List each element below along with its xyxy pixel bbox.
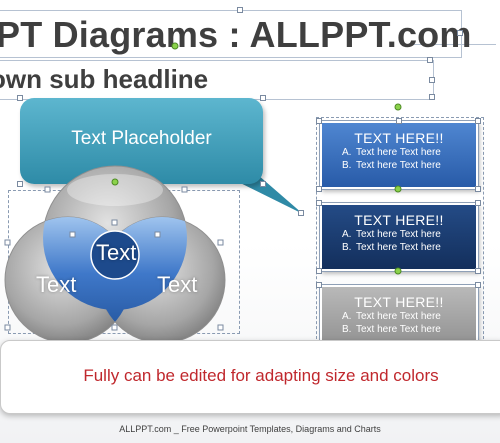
resize-handle[interactable]: [429, 77, 435, 83]
slide-subtitle[interactable]: own sub headline: [0, 64, 209, 94]
resize-handle[interactable]: [475, 282, 481, 288]
text-box-title[interactable]: TEXT HERE!!: [354, 212, 444, 228]
text-box-item[interactable]: A. Text here Text here: [342, 228, 476, 241]
callout-bubble[interactable]: [20, 98, 263, 184]
text-box-item[interactable]: A. Text here Text here: [342, 310, 476, 323]
text-box-title[interactable]: TEXT HERE!!: [354, 294, 444, 310]
right-guide-line: [410, 44, 496, 45]
item-text[interactable]: Text here Text here: [356, 242, 441, 253]
resize-handle: [111, 219, 118, 226]
resize-handle[interactable]: [457, 30, 463, 36]
text-box-title[interactable]: TEXT HERE!!: [354, 130, 444, 146]
resize-handle[interactable]: [316, 118, 322, 124]
resize-handle: [217, 324, 224, 331]
resize-handle: [4, 239, 11, 246]
resize-handle: [181, 186, 188, 193]
item-marker: A.: [342, 229, 352, 240]
item-text[interactable]: Text here Text here: [356, 160, 441, 171]
venn-label-right[interactable]: Text: [157, 272, 198, 297]
venn-center: [90, 230, 140, 280]
venn-label-left[interactable]: Text: [36, 272, 77, 297]
resize-handle[interactable]: [475, 186, 481, 192]
resize-handle[interactable]: [237, 7, 243, 13]
text-box-item[interactable]: A. Text here Text here: [342, 146, 476, 159]
item-marker: B.: [342, 242, 352, 253]
resize-handle[interactable]: [298, 210, 304, 216]
resize-handle[interactable]: [396, 118, 402, 124]
resize-handle[interactable]: [316, 268, 322, 274]
item-marker: B.: [342, 160, 352, 171]
venn-label-top[interactable]: Text: [96, 240, 137, 265]
text-box-item[interactable]: B. Text here Text here: [342, 241, 476, 254]
venn-highlight: [67, 174, 163, 206]
text-box-2[interactable]: TEXT HERE!! A. Text here Text here B. Text…: [320, 203, 478, 271]
resize-handle[interactable]: [260, 95, 266, 101]
text-box-1[interactable]: TEXT HERE!! A. Text here Text here B. Text…: [320, 121, 478, 189]
resize-handle: [217, 239, 224, 246]
resize-handle[interactable]: [17, 95, 23, 101]
item-text[interactable]: Text here Text here: [356, 311, 441, 322]
item-marker: A.: [342, 147, 352, 158]
rotate-handle: [111, 178, 119, 186]
resize-handle[interactable]: [429, 94, 435, 100]
resize-handle[interactable]: [475, 268, 481, 274]
resize-handle: [69, 231, 76, 238]
item-text[interactable]: Text here Text here: [356, 324, 441, 335]
item-marker: B.: [342, 324, 352, 335]
resize-handle: [44, 186, 51, 193]
resize-handle: [111, 324, 118, 331]
callout-text[interactable]: Text Placeholder: [71, 128, 212, 149]
resize-handle[interactable]: [316, 282, 322, 288]
resize-handle: [154, 231, 161, 238]
slide-footer: ALLPPT.com _ Free Powerpoint Templates, …: [119, 424, 381, 434]
resize-handle[interactable]: [316, 186, 322, 192]
text-box-item[interactable]: B. Text here Text here: [342, 159, 476, 172]
resize-handle[interactable]: [475, 118, 481, 124]
slide-title[interactable]: PT Diagrams : ALLPPT.com: [0, 14, 472, 55]
info-banner-text[interactable]: Fully can be edited for adapting size an…: [83, 366, 439, 385]
text-box-item[interactable]: B. Text here Text here: [342, 323, 476, 336]
item-text[interactable]: Text here Text here: [356, 229, 441, 240]
info-banner[interactable]: [0, 340, 500, 414]
resize-handle[interactable]: [475, 200, 481, 206]
resize-handle[interactable]: [316, 200, 322, 206]
item-text[interactable]: Text here Text here: [356, 147, 441, 158]
item-marker: A.: [342, 311, 352, 322]
resize-handle[interactable]: [260, 181, 266, 187]
resize-handle[interactable]: [427, 57, 433, 63]
resize-handle: [4, 324, 11, 331]
resize-handle[interactable]: [17, 181, 23, 187]
